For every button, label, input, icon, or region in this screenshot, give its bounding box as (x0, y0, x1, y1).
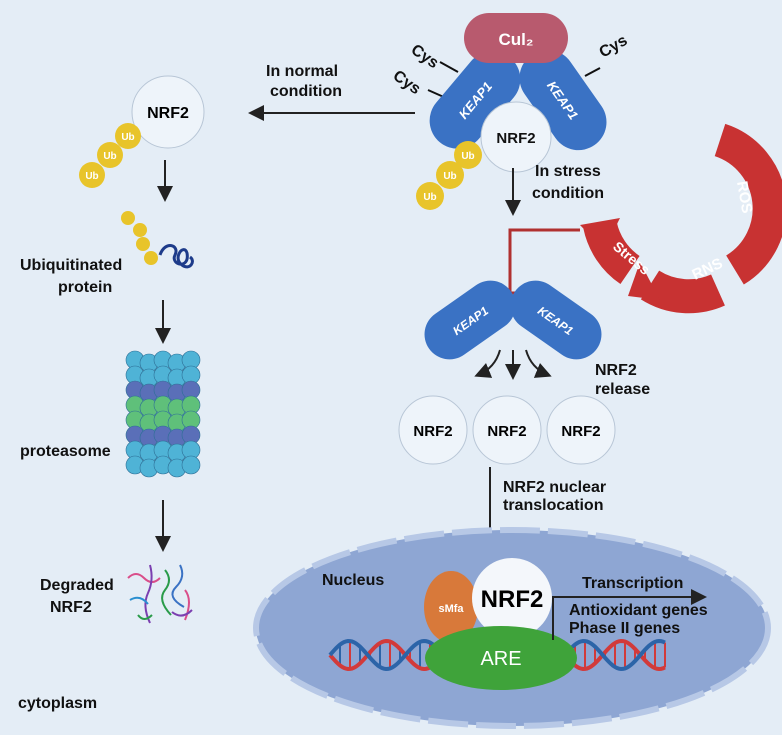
svg-text:NRF2: NRF2 (496, 130, 535, 147)
release-label: NRF2 (595, 362, 637, 379)
inhibition-line (508, 228, 580, 292)
ubiquitinated-protein-icon (121, 211, 194, 269)
proteasome-icon (125, 350, 201, 478)
transcription-arrow (552, 589, 707, 640)
proteasome-label: proteasome (20, 443, 111, 460)
svg-text:NRF2: NRF2 (481, 586, 544, 613)
svg-text:Ub: Ub (423, 192, 436, 203)
degraded-label: NRF2 (50, 599, 92, 616)
ubiquitinated-label: protein (58, 279, 112, 296)
svg-text:Ub: Ub (103, 151, 116, 162)
normal-label: condition (270, 83, 342, 100)
ubiquitinated-label: Ubiquitinated (20, 257, 122, 274)
nrf2-bound (480, 101, 552, 173)
ub-chain-left: Ub Ub Ub (79, 123, 141, 188)
translocation-label: NRF2 nuclear (503, 479, 606, 496)
keap1-release-left: KEAP1 (424, 280, 516, 360)
svg-text:ROS: ROS (733, 180, 755, 215)
keap1-right: KEAP1 (519, 49, 607, 151)
svg-text:Ub: Ub (121, 132, 134, 143)
svg-text:Ub: Ub (461, 151, 474, 162)
are (425, 626, 577, 690)
nrf2-free (131, 75, 205, 149)
nrf2-label: NRF2 (147, 105, 189, 122)
svg-text:Ub: Ub (443, 171, 456, 182)
cul2-label: Cul₂ (499, 30, 534, 49)
normal-label: In normal (266, 63, 338, 80)
cul2 (464, 13, 568, 63)
ub-chain: Ub Ub Ub (416, 141, 482, 210)
transcription-label: Transcription (582, 575, 683, 592)
svg-text:NRF2: NRF2 (561, 423, 600, 440)
cytoplasm-label: cytoplasm (18, 695, 97, 712)
svg-text:NRF2: NRF2 (487, 423, 526, 440)
genes-label: Phase II genes (569, 620, 680, 637)
svg-text:sMfa: sMfa (438, 603, 464, 615)
translocation-label: translocation (503, 497, 603, 514)
degraded-label: Degraded (40, 577, 114, 594)
degraded-fragments-icon (127, 564, 193, 624)
svg-text:NRF2: NRF2 (413, 423, 452, 440)
stress-label: In stress (535, 163, 601, 180)
nrf2-nuclear (472, 558, 552, 638)
svg-text:ARE: ARE (480, 648, 521, 670)
release-label: release (595, 381, 650, 398)
released-nrf2: NRF2 NRF2 NRF2 (398, 395, 616, 465)
genes-label: Antioxidant genes (569, 602, 708, 619)
smfa (424, 571, 478, 643)
nucleus-label: Nucleus (322, 572, 384, 589)
dna-helix (328, 638, 666, 672)
svg-text:Ub: Ub (85, 171, 98, 182)
keap1-release-right: KEAP1 (510, 280, 602, 360)
stress-label: condition (532, 185, 604, 202)
